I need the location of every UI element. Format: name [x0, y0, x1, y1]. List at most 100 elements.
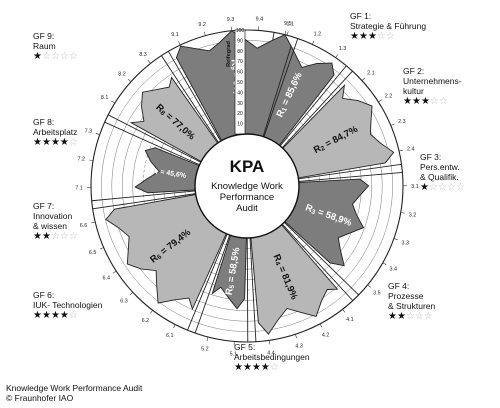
sector-area	[284, 178, 370, 267]
tick-label: 5.1	[230, 351, 238, 357]
star-empty-icon: ☆	[385, 31, 395, 42]
tick-label: 3.4	[389, 267, 397, 273]
tick-label: 1.3	[339, 46, 347, 52]
sector-tick	[89, 159, 94, 161]
star-filled-icon: ★	[234, 362, 243, 373]
rating-stars: ★★★☆☆	[350, 31, 426, 42]
sector-tick	[129, 292, 133, 296]
sector-divider	[92, 193, 196, 210]
star-filled-icon: ★	[367, 31, 377, 42]
sector-divider	[91, 190, 196, 202]
sector-divider	[263, 38, 299, 137]
star-filled-icon: ★	[33, 310, 42, 321]
tick-label: 4.2	[322, 332, 330, 338]
star-filled-icon: ★	[41, 310, 51, 321]
star-filled-icon: ★	[50, 310, 60, 321]
sector-tick	[378, 99, 382, 103]
star-filled-icon: ★	[396, 311, 406, 322]
sector-divider	[246, 237, 249, 343]
rating-stars: ★★★★☆	[33, 310, 102, 321]
sector-tick	[203, 31, 206, 36]
rating-stars: ★★★☆☆	[403, 96, 462, 107]
sector-area	[282, 84, 395, 179]
sector-tick	[398, 149, 404, 152]
tick-label: 3.1	[411, 184, 419, 190]
gf4-label: GF 4: Prozesse & Strukturen ★★☆☆☆	[388, 281, 436, 322]
tick-label: 9.5	[284, 21, 292, 27]
sector-label: R7 = 45,6%	[150, 167, 187, 181]
star-filled-icon: ★	[358, 31, 368, 42]
sector-tick	[400, 212, 405, 214]
caption-title: Knowledge Work Performance Audit	[6, 383, 143, 393]
star-filled-icon: ★	[350, 31, 359, 42]
center-subtitle: Audit	[236, 203, 258, 214]
tick-label: 6.4	[102, 276, 110, 282]
star-empty-icon: ☆	[455, 182, 465, 193]
tick-label: 1.1	[287, 22, 295, 28]
sector-divider	[298, 171, 403, 182]
tick-label: 2.1	[367, 71, 375, 77]
tick-label: 9.2	[198, 22, 206, 28]
tick-label: 8.3	[139, 52, 147, 58]
tick-label: 9.4	[256, 16, 264, 22]
tick-label: 5.2	[201, 347, 209, 353]
star-empty-icon: ☆	[414, 311, 424, 322]
sector-tick	[178, 41, 181, 46]
star-filled-icon: ★	[420, 96, 430, 107]
sector-divider	[249, 237, 257, 342]
star-filled-icon: ★	[403, 96, 412, 107]
star-empty-icon: ☆	[68, 137, 78, 148]
tick-label: 7.2	[77, 157, 85, 163]
gf2-label: GF 2: Unternehmens- kultur ★★★☆☆	[403, 66, 462, 107]
caption: Knowledge Work Performance Audit © Fraun…	[6, 383, 142, 403]
sector-divider	[194, 234, 231, 334]
star-empty-icon: ☆	[423, 311, 433, 322]
rating-stars: ★★★★☆	[234, 362, 310, 373]
tick-label: 7.1	[75, 185, 83, 191]
sector-tick	[99, 247, 104, 250]
scale-label: 10	[237, 122, 243, 128]
sector-tick	[361, 77, 366, 81]
star-empty-icon: ☆	[41, 51, 51, 62]
tick-label: 4.4	[267, 350, 275, 356]
scale-label: 100	[236, 28, 245, 34]
gf5-label: GF 5: Arbeitsbedingungen ★★★★☆	[234, 342, 310, 373]
tick-label: 6.6	[80, 223, 88, 229]
radar-wheel: 1.11.21.3R1 = 85,6%2.12.22.32.4R2 = 84,7…	[75, 16, 419, 357]
tick-label: 8.1	[101, 95, 109, 101]
star-filled-icon: ★	[260, 362, 270, 373]
sector-area	[129, 76, 219, 163]
gf9-label: GF 9: Raum ★☆☆☆☆	[33, 31, 78, 62]
tick-label: 8.2	[118, 72, 126, 78]
scale-label: 50	[237, 80, 243, 86]
scale-label: 60	[237, 70, 243, 76]
star-filled-icon: ★	[411, 96, 421, 107]
tick-label: 4.3	[295, 344, 303, 350]
tick-label: 6.3	[120, 298, 128, 304]
tick-label: 3.5	[373, 291, 381, 297]
sector-divider	[187, 233, 228, 331]
sector-tick	[206, 336, 209, 341]
star-filled-icon: ★	[50, 137, 60, 148]
sector-divider	[283, 221, 359, 296]
scale-label: 80	[237, 49, 243, 55]
sector-divider	[107, 114, 201, 163]
sector-area	[250, 224, 339, 335]
tick-label: 6.1	[166, 333, 174, 339]
rating-stars: ★★☆☆☆	[388, 311, 435, 322]
star-empty-icon: ☆	[405, 311, 415, 322]
sector-tick	[286, 31, 289, 36]
caption-copyright: © Fraunhofer IAO	[6, 393, 74, 403]
star-filled-icon: ★	[41, 231, 51, 242]
sector-tick	[284, 30, 287, 35]
tick-label: 4.1	[346, 317, 354, 323]
sector-tick	[91, 221, 96, 224]
gf7-label: GF 7: Innovation & wissen ★★☆☆☆	[33, 201, 78, 242]
star-empty-icon: ☆	[269, 362, 279, 373]
sector-divider	[104, 121, 200, 166]
sector-tick	[342, 309, 346, 313]
star-empty-icon: ☆	[50, 51, 60, 62]
scale-label: 20	[237, 111, 243, 117]
rating-stars: ★★★★☆	[33, 137, 78, 148]
sector-tick	[295, 334, 297, 339]
